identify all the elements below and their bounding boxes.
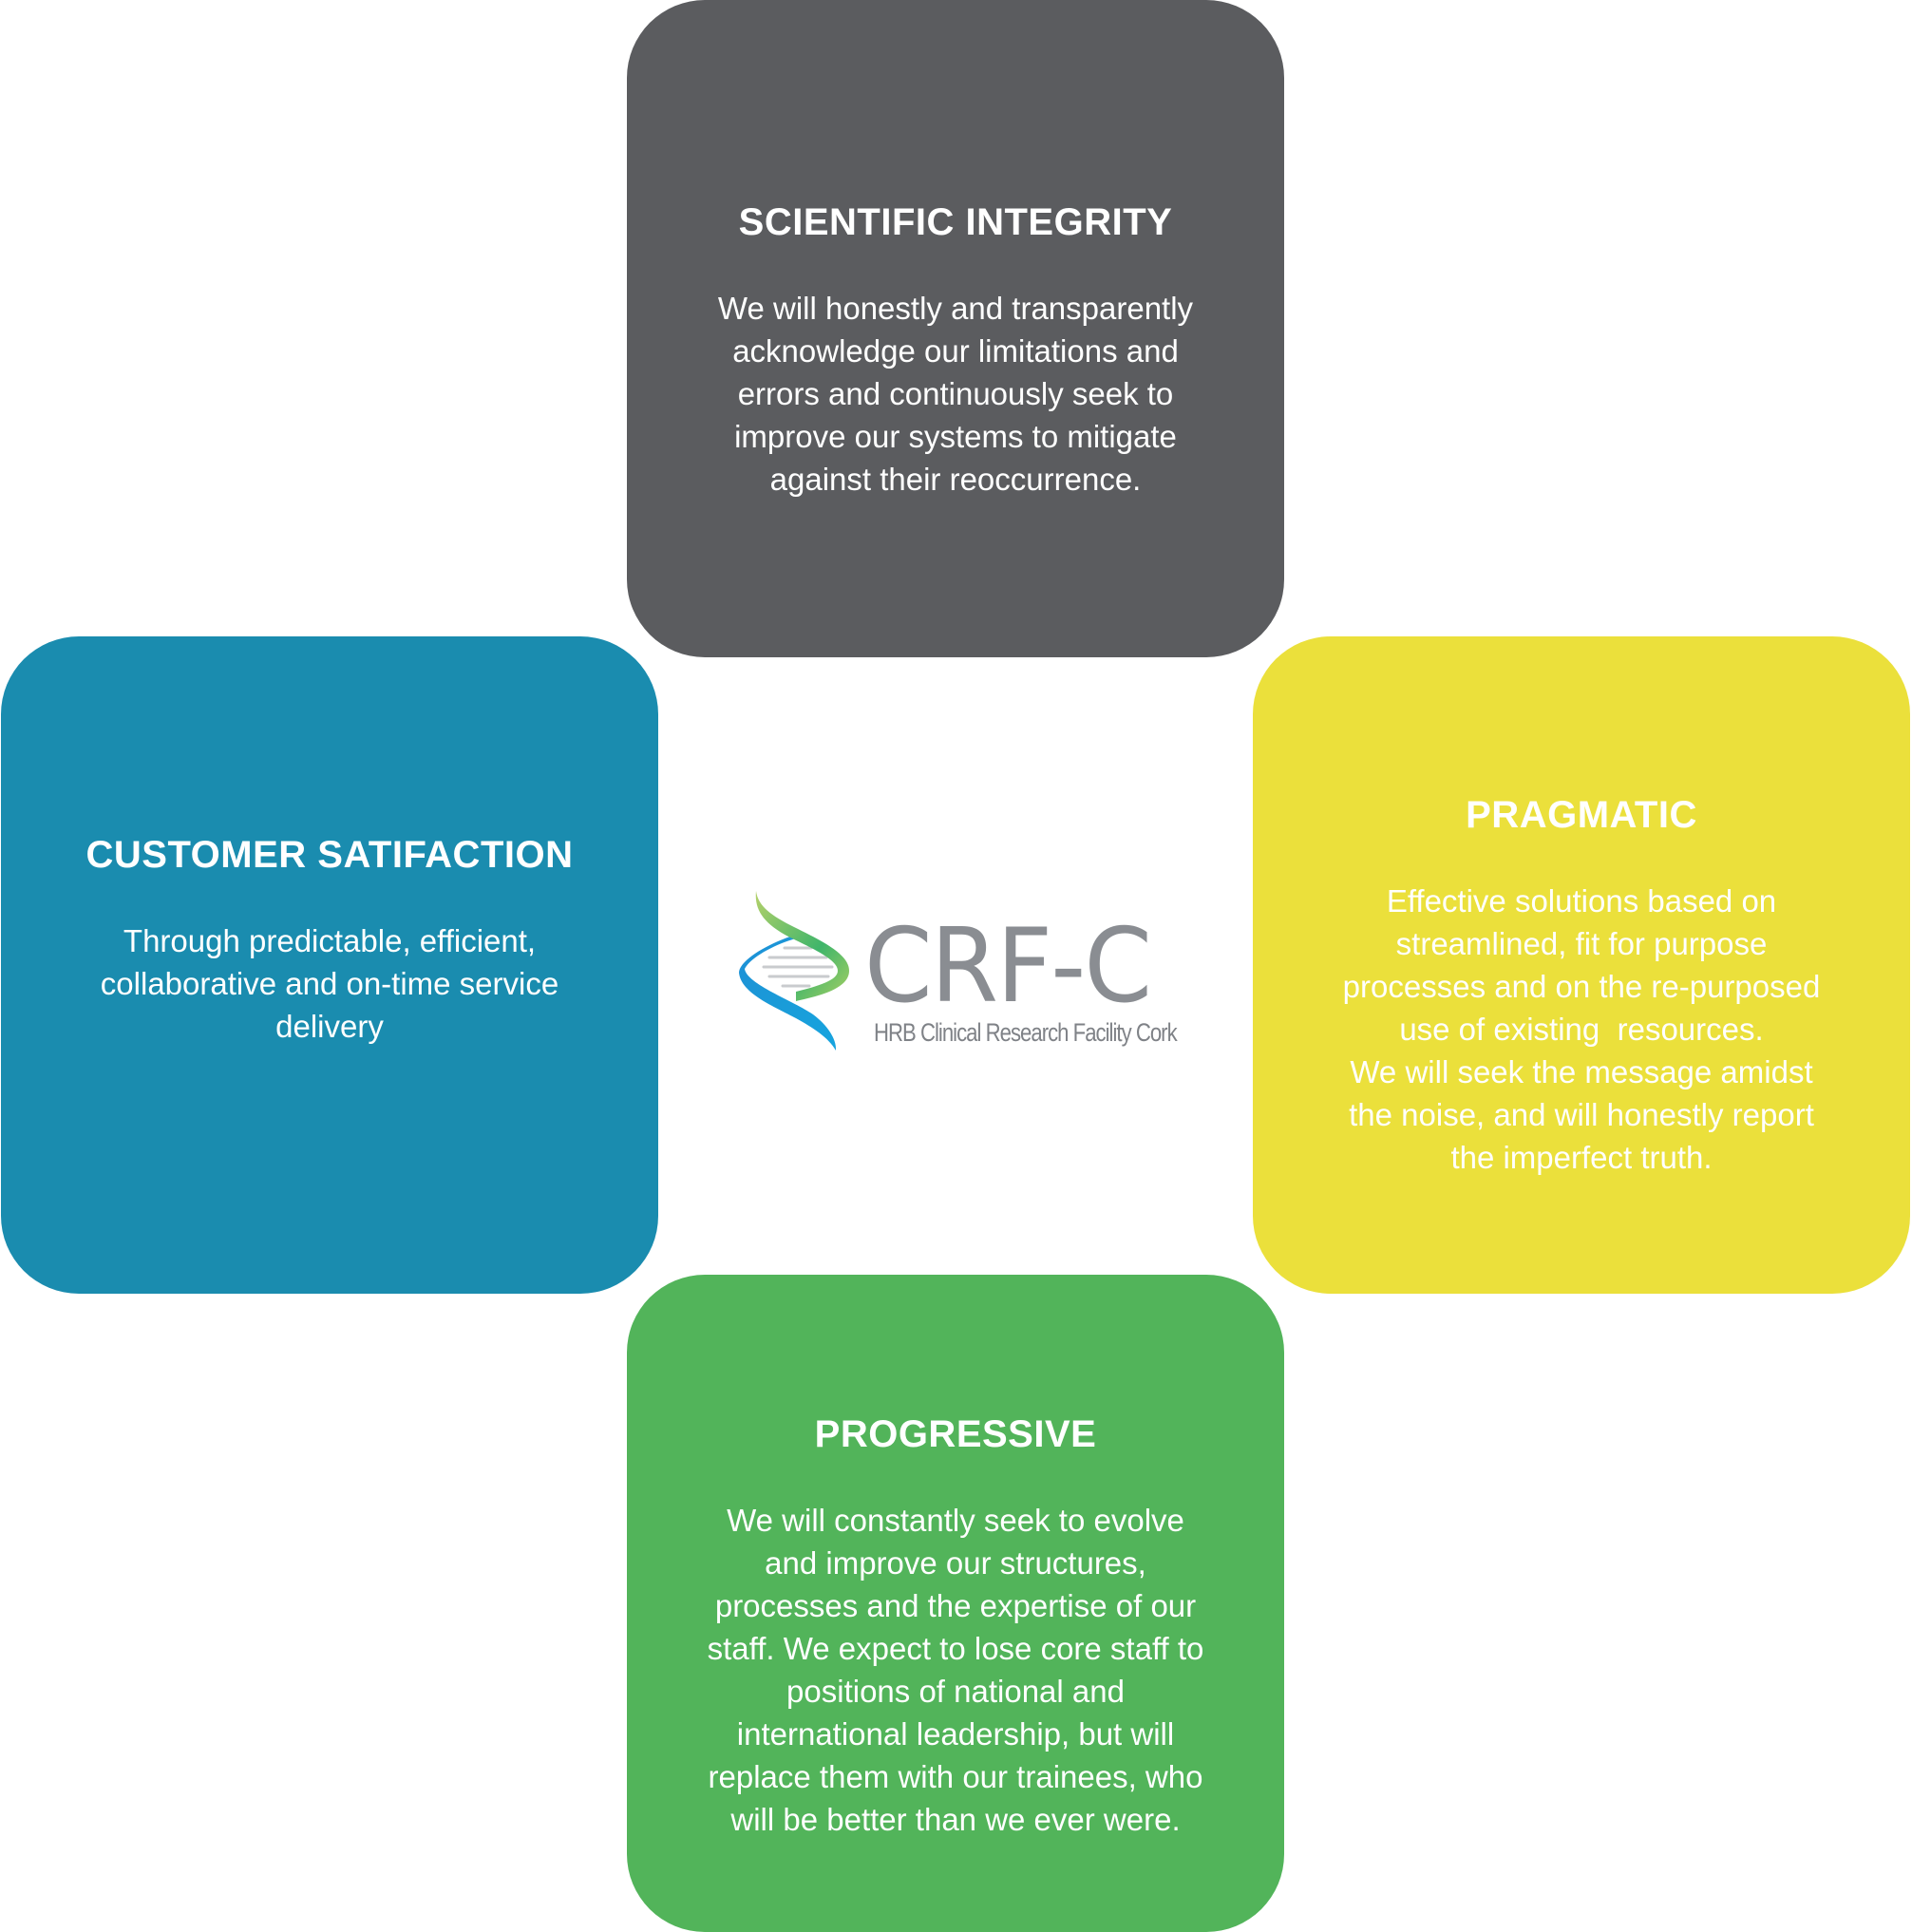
description-line: delivery xyxy=(275,1009,384,1044)
description-line: replace them with our trainees, who xyxy=(708,1759,1203,1794)
description-line: international leadership, but will xyxy=(736,1716,1175,1752)
card-title: PRAGMATIC xyxy=(1466,794,1697,836)
description-line: positions of national and xyxy=(786,1674,1125,1709)
card-title: PROGRESSIVE xyxy=(814,1413,1097,1455)
description-line: streamlined, fit for purpose xyxy=(1395,926,1768,961)
card-progressive: PROGRESSIVE We will constantly seek to e… xyxy=(627,1275,1284,1932)
logo-wordmark: CRF-C xyxy=(864,907,1152,1026)
description-line: improve our systems to mitigate xyxy=(734,419,1177,454)
description-line: and improve our structures, xyxy=(765,1545,1146,1581)
description-line: the noise, and will honestly report xyxy=(1349,1097,1814,1132)
card-content: CUSTOMER SATIFACTION Through predictable… xyxy=(1,832,658,1048)
description-line: processes and the expertise of our xyxy=(714,1588,1197,1623)
description-line: Effective solutions based on xyxy=(1386,883,1777,919)
card-scientific-integrity: SCIENTIFIC INTEGRITY We will honestly an… xyxy=(627,0,1284,657)
description-line: will be better than we ever were. xyxy=(730,1802,1181,1837)
description-line: collaborative and on-time service xyxy=(100,966,559,1001)
card-content: SCIENTIFIC INTEGRITY We will honestly an… xyxy=(627,199,1284,501)
card-title: SCIENTIFIC INTEGRITY xyxy=(738,201,1173,243)
description-line: errors and continuously seek to xyxy=(737,376,1174,411)
card-description: We will constantly seek to evolve and im… xyxy=(665,1499,1246,1841)
description-line: We will honestly and transparently xyxy=(717,291,1194,326)
card-customer-satisfaction: CUSTOMER SATIFACTION Through predictable… xyxy=(1,636,658,1294)
card-content: PROGRESSIVE We will constantly seek to e… xyxy=(627,1411,1284,1841)
description-line: the imperfect truth. xyxy=(1450,1140,1713,1175)
crf-c-logo: CRF-C HRB Clinical Research Facility Cor… xyxy=(737,889,1178,1051)
description-line: acknowledge our limitations and xyxy=(732,333,1179,369)
description-line: staff. We expect to lose core staff to xyxy=(707,1631,1204,1666)
description-line: We will constantly seek to evolve xyxy=(727,1503,1184,1538)
card-title: CUSTOMER SATIFACTION xyxy=(85,834,574,876)
card-description: Effective solutions based on streamlined… xyxy=(1291,880,1872,1179)
description-line: use of existing resources. xyxy=(1399,1012,1764,1047)
dna-helix-icon xyxy=(739,891,849,1051)
description-line: processes and on the re-purposed xyxy=(1342,969,1821,1004)
logo-subtitle: HRB Clinical Research Facility Cork xyxy=(874,1018,1178,1047)
description-line: against their reoccurrence. xyxy=(769,462,1142,497)
card-content: PRAGMATIC Effective solutions based on s… xyxy=(1253,792,1910,1179)
description-line: We will seek the message amidst xyxy=(1350,1054,1813,1089)
description-line: Through predictable, efficient, xyxy=(123,923,537,958)
card-description: Through predictable, efficient, collabor… xyxy=(39,919,620,1048)
card-pragmatic: PRAGMATIC Effective solutions based on s… xyxy=(1253,636,1910,1294)
card-description: We will honestly and transparently ackno… xyxy=(665,287,1246,501)
